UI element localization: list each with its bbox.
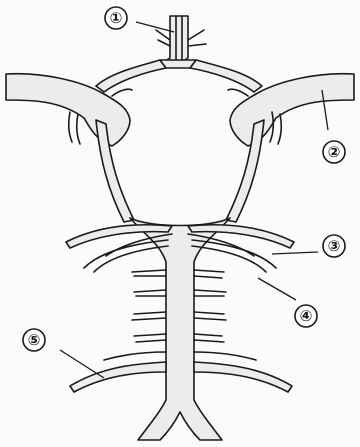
callout-4: ④ [295, 305, 317, 327]
callout-1: ① [105, 7, 127, 29]
callout-2: ② [323, 141, 345, 163]
upper-arch [96, 60, 262, 92]
callout-2-label: ② [328, 143, 341, 161]
basilar-trunk [130, 218, 230, 440]
callout-3-label: ③ [328, 237, 341, 255]
callout-4-label: ④ [300, 307, 313, 325]
callout-1-label: ① [110, 9, 123, 27]
callout-5: ⑤ [23, 329, 45, 351]
callout-3: ③ [323, 235, 345, 257]
callout-5-label: ⑤ [28, 331, 41, 349]
top-stem [156, 16, 206, 64]
